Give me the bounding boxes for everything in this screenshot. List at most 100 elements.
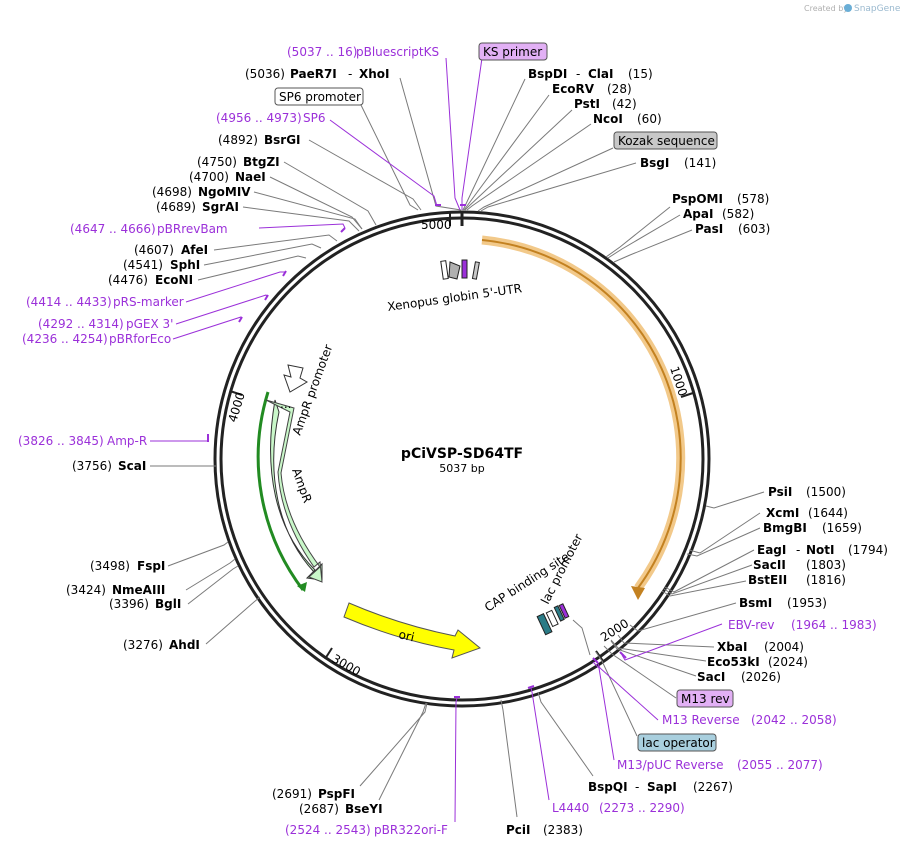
mark-pbrforeco — [238, 316, 243, 323]
credit-brand: SnapGene — [854, 4, 901, 14]
site-name-eco53ki: Eco53kI — [707, 655, 760, 669]
site-name-bsgi: BsgI — [640, 156, 669, 170]
lead-pbrforeco — [172, 316, 243, 340]
primer-name-m13puc-reverse: M13/pUC Reverse — [617, 758, 724, 772]
ampr-outer-arrow-icon — [297, 582, 307, 592]
site-coord-econi: (4476) — [108, 273, 148, 287]
boxed-labels: KS primer SP6 promoter Kozak sequence M1… — [274, 42, 734, 752]
enzyme-leader-lines — [150, 77, 765, 818]
site-coord-nmeaiii: (3424) — [66, 583, 106, 597]
site-coord-bsgi: (141) — [684, 156, 716, 170]
ampr-promoter-dots: ... — [280, 397, 291, 411]
enzyme-labels: (5036) PaeR7I - XhoI BspDI - ClaI (15) E… — [66, 67, 888, 837]
primer-name-ampr: Amp-R — [107, 434, 147, 448]
lead-m13puc-reverse — [592, 661, 615, 761]
site-name-bmgbi: BmgBI — [763, 521, 807, 535]
site-name-psti: PstI — [574, 97, 600, 111]
mark-m13rev — [592, 657, 599, 664]
primer-coord-pbluescriptks: (5037 .. 16) — [287, 45, 357, 59]
site-coord-bsrgi: (4892) — [218, 133, 258, 147]
site-coord-ncoi: (60) — [637, 112, 662, 126]
site-name-pasi: PasI — [695, 222, 723, 236]
ampr-promoter-arrow — [283, 364, 308, 393]
primer-coord-sp6: (4956 .. 4973) — [216, 111, 302, 125]
lead-btgzi — [283, 161, 377, 226]
tick-2000 — [595, 650, 604, 662]
site-name-econi: EcoNI — [155, 273, 193, 287]
lead-pbluescriptks — [445, 57, 461, 211]
site-name-afei: AfeI — [181, 243, 208, 257]
ampr-outer-arc — [256, 391, 305, 591]
primer-coord-pgex3: (4292 .. 4314) — [38, 317, 124, 331]
mark-l4440 — [527, 685, 535, 689]
lead-bsmi — [629, 602, 737, 632]
tick-3000 — [324, 647, 333, 660]
site-dash-xhoi: - — [348, 67, 352, 81]
site-name-bseyi: BseYI — [345, 802, 383, 816]
primer-coord-prs-marker: (4414 .. 4433) — [26, 295, 112, 309]
site-name-ncoi: NcoI — [593, 112, 623, 126]
site-name-pspfi: PspFI — [318, 787, 355, 801]
site-coord-sacii: (1803) — [806, 558, 846, 572]
site-dash-noti: - — [796, 543, 800, 557]
site-name-clai: ClaI — [588, 67, 613, 81]
site-dash-clai: - — [576, 67, 580, 81]
lead-sacii — [663, 564, 753, 595]
lead-prs-marker — [185, 271, 285, 303]
mark-pgex — [264, 294, 269, 301]
site-name-bspqi: BspQI — [588, 780, 628, 794]
site-coord-bsmi: (1953) — [787, 596, 827, 610]
lead-econi — [197, 255, 307, 281]
site-coord-bgli: (3396) — [109, 597, 149, 611]
site-name-fspi: FspI — [137, 559, 165, 573]
box-kozak: Kozak sequence — [613, 131, 718, 150]
site-name-saci: SacI — [697, 670, 725, 684]
site-name-bsrgi: BsrGI — [264, 133, 301, 147]
site-name-bgli: BglI — [155, 597, 181, 611]
site-name-scai: ScaI — [118, 459, 146, 473]
lead-ncoi — [466, 123, 592, 211]
mark-prs — [282, 270, 287, 277]
site-coord-pspfi: (2691) — [272, 787, 312, 801]
ampr-promoter-label: AmpR promoter — [290, 343, 336, 437]
top-features: Xenopus globin 5'-UTR — [386, 259, 523, 314]
primer-name-sp6: SP6 — [303, 111, 326, 125]
site-coord-ecorv: (28) — [607, 82, 632, 96]
site-name-sapi: SapI — [647, 780, 677, 794]
plasmid-name: pCiVSP-SD64TF — [401, 446, 523, 462]
box-lac-operator-bg — [637, 733, 717, 752]
lead-psti — [464, 109, 573, 211]
site-coord-sgrai: (4689) — [156, 200, 196, 214]
lead-sphi — [203, 243, 322, 266]
site-name-bsteii: BstEII — [748, 573, 787, 587]
site-name-xbai: XbaI — [717, 640, 747, 654]
snapgene-logo-icon — [844, 4, 852, 12]
lead-pasi — [613, 229, 693, 263]
primer-name-ebv-rev: EBV-rev — [728, 618, 774, 632]
lead-pcii — [500, 699, 518, 818]
lead-nmeaiii — [185, 558, 236, 591]
lead-ksprimer — [461, 57, 483, 210]
primer-name-m13-reverse: M13 Reverse — [662, 713, 740, 727]
lead-lacoperator — [595, 651, 638, 737]
site-name-sacii: SacII — [753, 558, 786, 572]
lead-saci — [610, 640, 697, 677]
lead-pspomi — [605, 206, 671, 258]
site-coord-scai: (3756) — [72, 459, 112, 473]
ampr-feature-arrow — [270, 399, 323, 581]
site-coord-eco53ki: (2024) — [768, 655, 808, 669]
box-ks-primer-label: KS primer — [483, 45, 542, 59]
lead-bseyi — [378, 702, 427, 801]
primer-coord-pbr322ori: (2524 .. 2543) — [285, 823, 371, 837]
site-dash-sapi: - — [635, 780, 639, 794]
site-coord-noti: (1794) — [848, 543, 888, 557]
lead-xbai — [617, 634, 715, 648]
site-name-pspomi: PspOMI — [672, 192, 723, 206]
lead-bgli — [187, 565, 239, 605]
site-coord-btgzi: (4750) — [197, 155, 237, 169]
box-m13-rev-bg — [676, 689, 734, 708]
lead-ampr — [150, 436, 209, 442]
site-coord-sapi: (2267) — [693, 780, 733, 794]
site-name-naei: NaeI — [235, 170, 266, 184]
